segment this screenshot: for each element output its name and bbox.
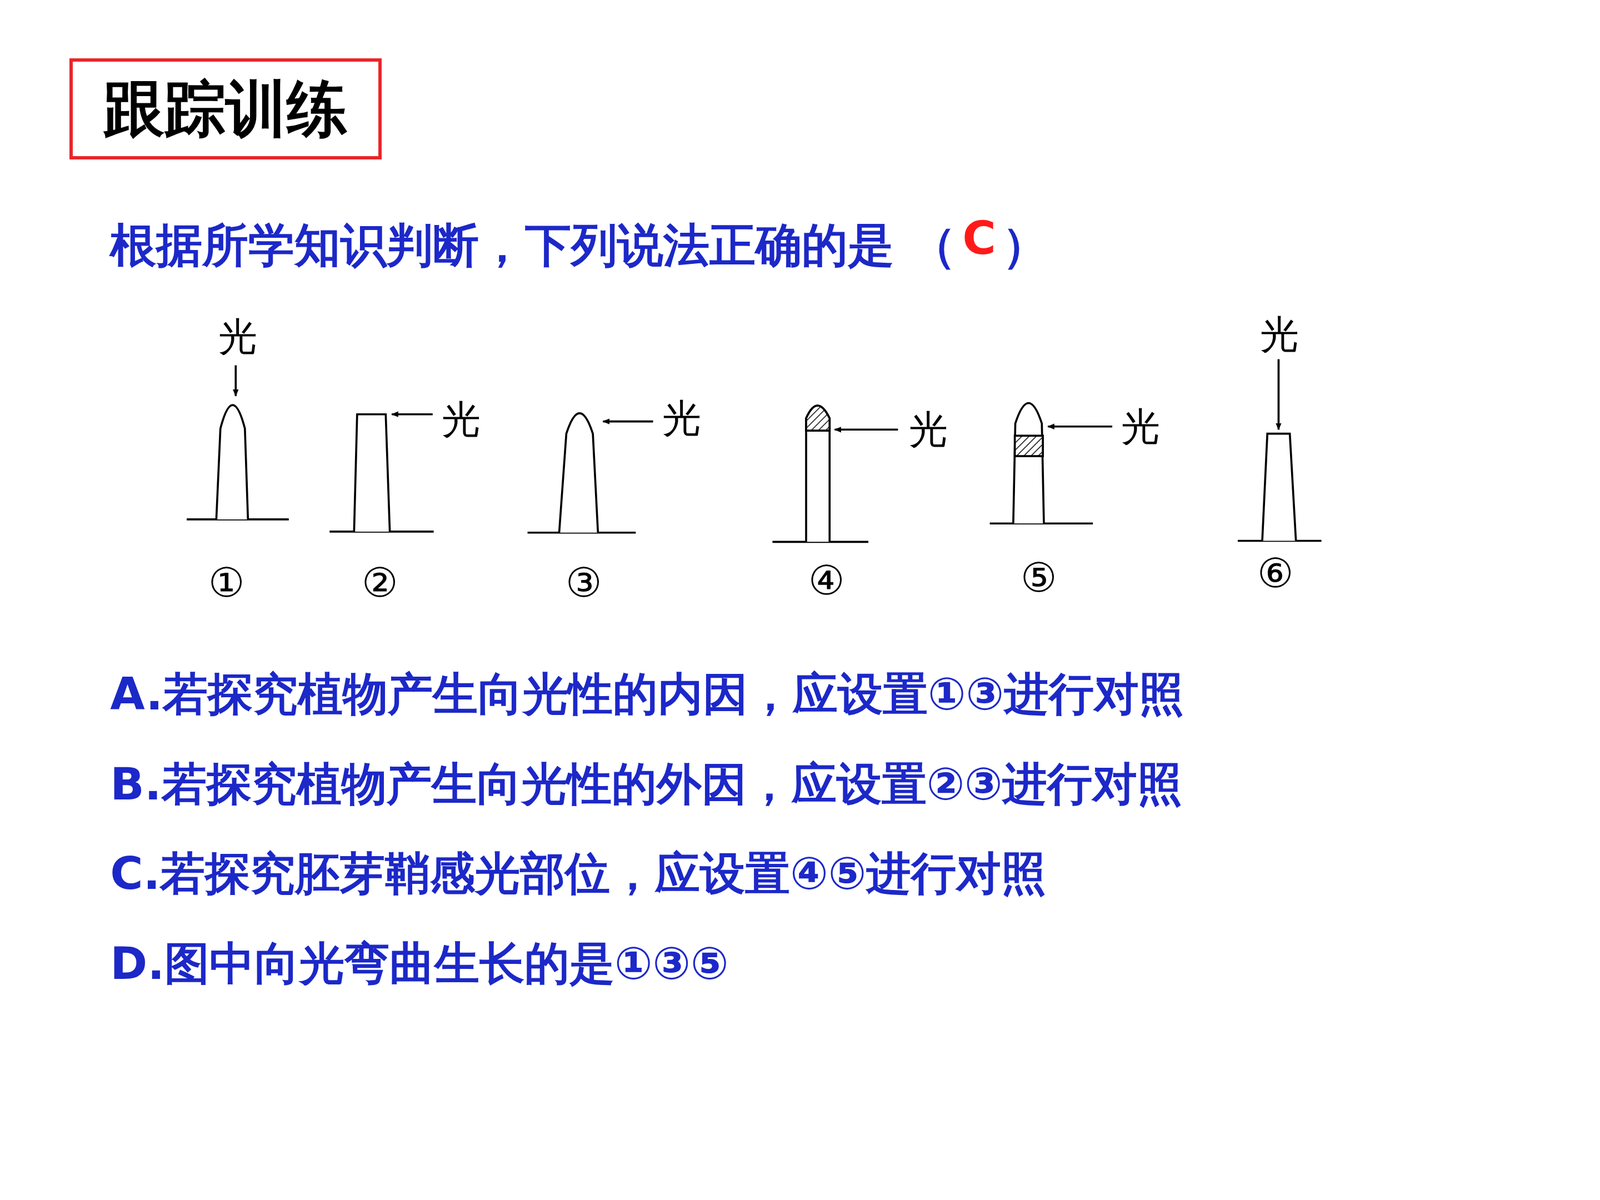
figure-number: ⑤ [1020,555,1057,600]
option-text: D.图中向光弯曲生长的是①③⑤ [110,938,729,988]
light-label: 光 [908,408,948,452]
question-row: 根据所学知识判断，下列说法正确的是 （C） [110,215,1048,278]
figure-number: ② [361,560,398,605]
option-text: C.若探究胚芽鞘感光部位，应设置④⑤进行对照 [110,848,1047,899]
option-text: B.若探究植物产生向光性的外因，应设置②③进行对照 [110,758,1183,809]
opaque-band [1015,435,1044,457]
opaque-cap [806,405,830,431]
title-text: 跟踪训练 [103,73,348,145]
light-label: 光 [662,397,702,440]
option-text: A.若探究植物产生向光性的内因，应设置①③进行对照 [110,669,1184,719]
coleoptile [216,405,248,520]
figure-number: ③ [565,560,602,605]
light-arrow [834,428,898,431]
coleoptile [1013,403,1044,524]
decapitated-coleoptile [1262,433,1297,542]
light-arrow [1277,359,1280,430]
question-text: ） [1002,215,1049,278]
decapitated-coleoptile [353,414,390,532]
figure-number: ④ [808,558,845,604]
light-arrow [391,413,433,416]
figure-number: ⑥ [1257,551,1294,597]
light-label: 光 [1121,405,1160,448]
coleoptile [559,413,599,533]
coleoptile [806,405,830,542]
question-text: 根据所学知识判断，下列说法正确的是 （ [110,215,957,278]
figure-number: ① [208,560,245,605]
light-arrow [1047,425,1113,428]
light-label: 光 [1260,313,1299,357]
title-box: 跟踪训练 [69,58,382,160]
light-arrow [603,420,654,423]
light-label: 光 [218,315,258,359]
answer-letter: C [962,211,997,265]
light-label: 光 [441,398,481,442]
light-arrow [234,365,237,397]
